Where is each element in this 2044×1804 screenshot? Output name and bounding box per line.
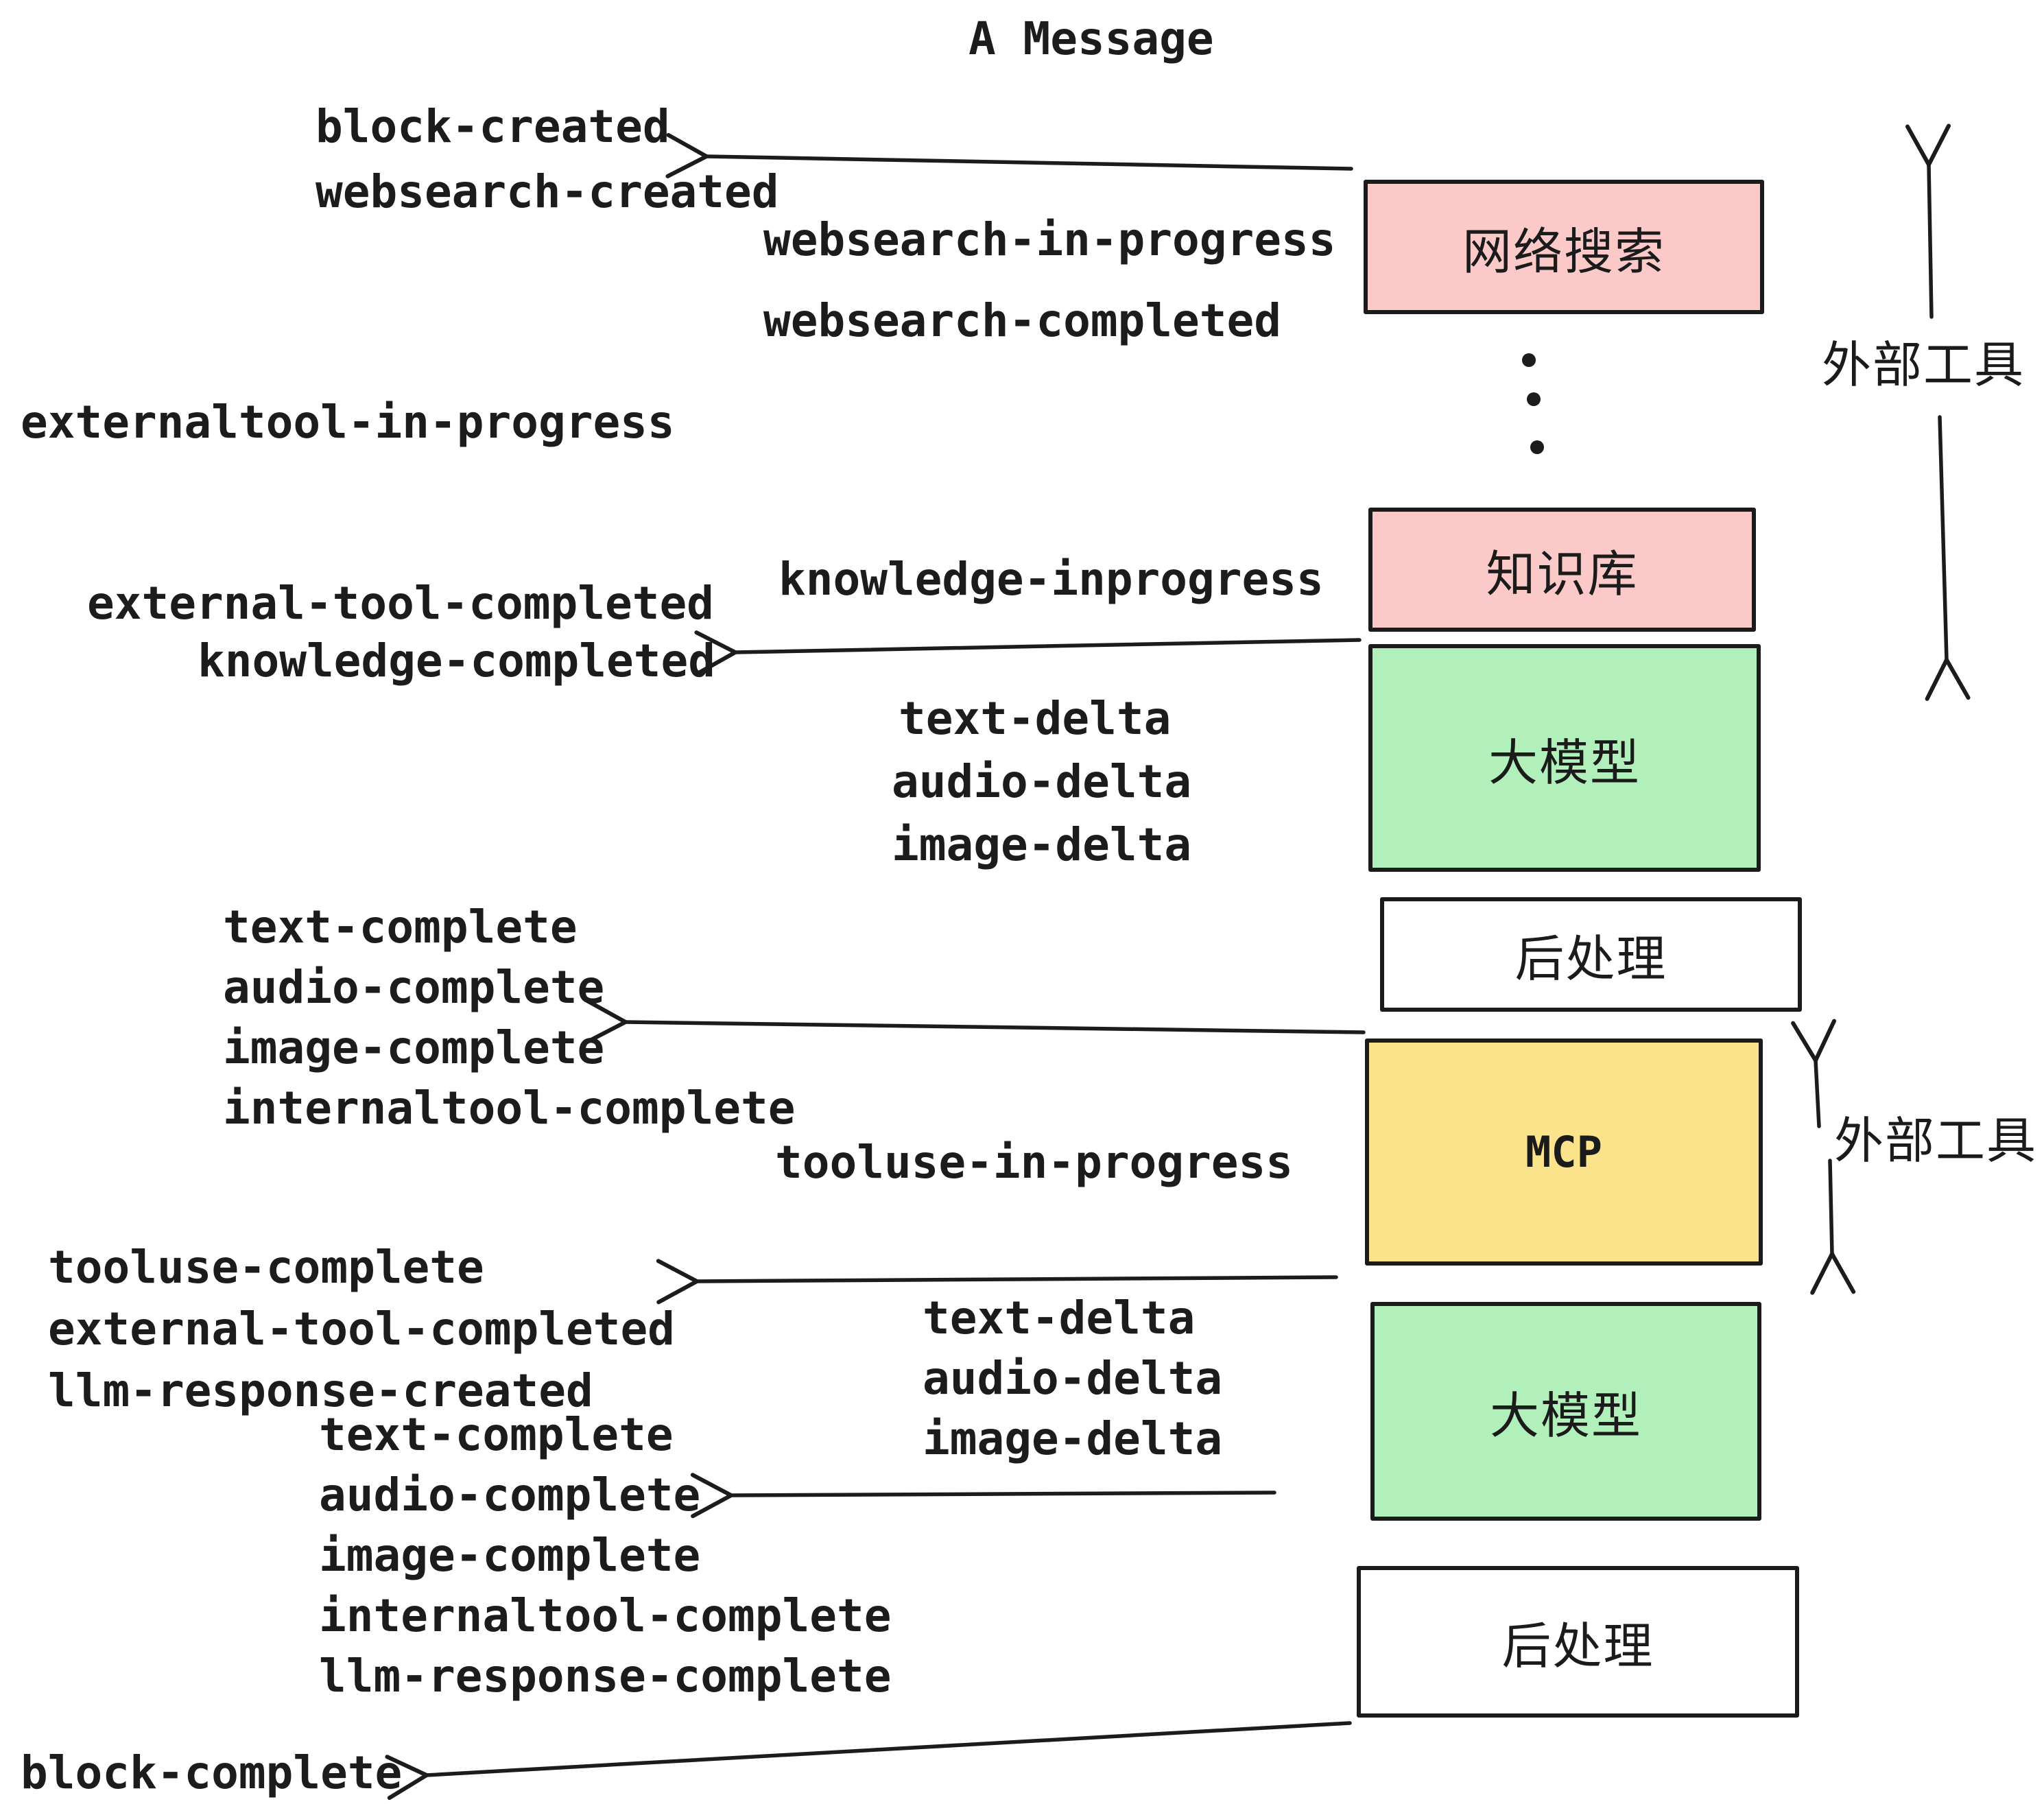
event-block-complete: block-complete xyxy=(21,1746,403,1799)
box-mcp: MCP xyxy=(1365,1039,1763,1266)
event-block-created: block-created xyxy=(316,100,670,153)
external-tools-label-2: 外部工具 xyxy=(1834,1112,2038,1170)
external-tools-up-arrow-1 xyxy=(1905,123,1951,319)
event-text-delta-1: text-delta xyxy=(899,692,1172,745)
ellipsis-dots xyxy=(1522,353,1544,454)
event-internaltool-complete-1: internaltool-complete xyxy=(223,1082,796,1135)
event-text-complete-1: text-complete xyxy=(223,901,578,953)
event-llm-response-complete: llm-response-complete xyxy=(319,1650,892,1702)
arrow-to-external-tool-completed xyxy=(656,1259,1338,1305)
arrow-to-block-created xyxy=(665,132,1353,178)
event-audio-delta-2: audio-delta xyxy=(923,1352,1223,1405)
box-llm-2: 大模型 xyxy=(1370,1302,1761,1521)
external-tools-down-arrow-1 xyxy=(1925,415,1971,701)
event-tooluse-complete: tooluse-complete xyxy=(48,1241,484,1294)
event-websearch-in-progress: websearch-in-progress xyxy=(763,213,1336,266)
event-llm-response-created: llm-response-created xyxy=(48,1364,593,1417)
event-external-tool-completed-2: external-tool-completed xyxy=(48,1303,675,1355)
event-tooluse-in-progress: tooluse-in-progress xyxy=(775,1136,1293,1189)
event-image-complete-2: image-complete xyxy=(319,1529,701,1582)
page-title: A Message xyxy=(968,12,1214,65)
event-image-delta-1: image-delta xyxy=(892,818,1192,871)
event-text-delta-2: text-delta xyxy=(923,1292,1196,1344)
box-web-search: 网络搜索 xyxy=(1364,180,1764,314)
event-websearch-completed: websearch-completed xyxy=(763,294,1281,347)
event-external-tool-completed-1: external-tool-completed xyxy=(87,577,714,630)
event-image-delta-2: image-delta xyxy=(923,1412,1223,1465)
event-externaltool-in-progress: externaltool-in-progress xyxy=(21,396,675,449)
external-tools-down-arrow-2 xyxy=(1810,1159,1856,1295)
event-internaltool-complete-2: internaltool-complete xyxy=(319,1589,892,1642)
arrow-to-image-complete xyxy=(584,999,1366,1045)
event-knowledge-inprogress: knowledge-inprogress xyxy=(779,553,1324,606)
event-knowledge-completed: knowledge-completed xyxy=(198,634,715,687)
event-audio-delta-1: audio-delta xyxy=(892,755,1192,808)
box-knowledge-base: 知识库 xyxy=(1368,508,1756,632)
box-postprocess-2: 后处理 xyxy=(1357,1566,1799,1718)
external-tools-up-arrow-2 xyxy=(1791,1019,1837,1128)
arrow-to-block-complete xyxy=(385,1721,1352,1801)
event-text-complete-2: text-complete xyxy=(319,1408,674,1461)
box-llm-1: 大模型 xyxy=(1368,644,1761,872)
event-websearch-created: websearch-created xyxy=(316,165,779,218)
event-audio-complete-2: audio-complete xyxy=(319,1469,701,1521)
arrow-to-audio-complete xyxy=(690,1473,1276,1519)
arrow-to-knowledge-completed xyxy=(694,630,1362,676)
event-image-complete-1: image-complete xyxy=(223,1021,605,1074)
external-tools-label-1: 外部工具 xyxy=(1822,336,2025,394)
box-postprocess-1: 后处理 xyxy=(1380,897,1802,1012)
event-audio-complete-1: audio-complete xyxy=(223,961,605,1014)
